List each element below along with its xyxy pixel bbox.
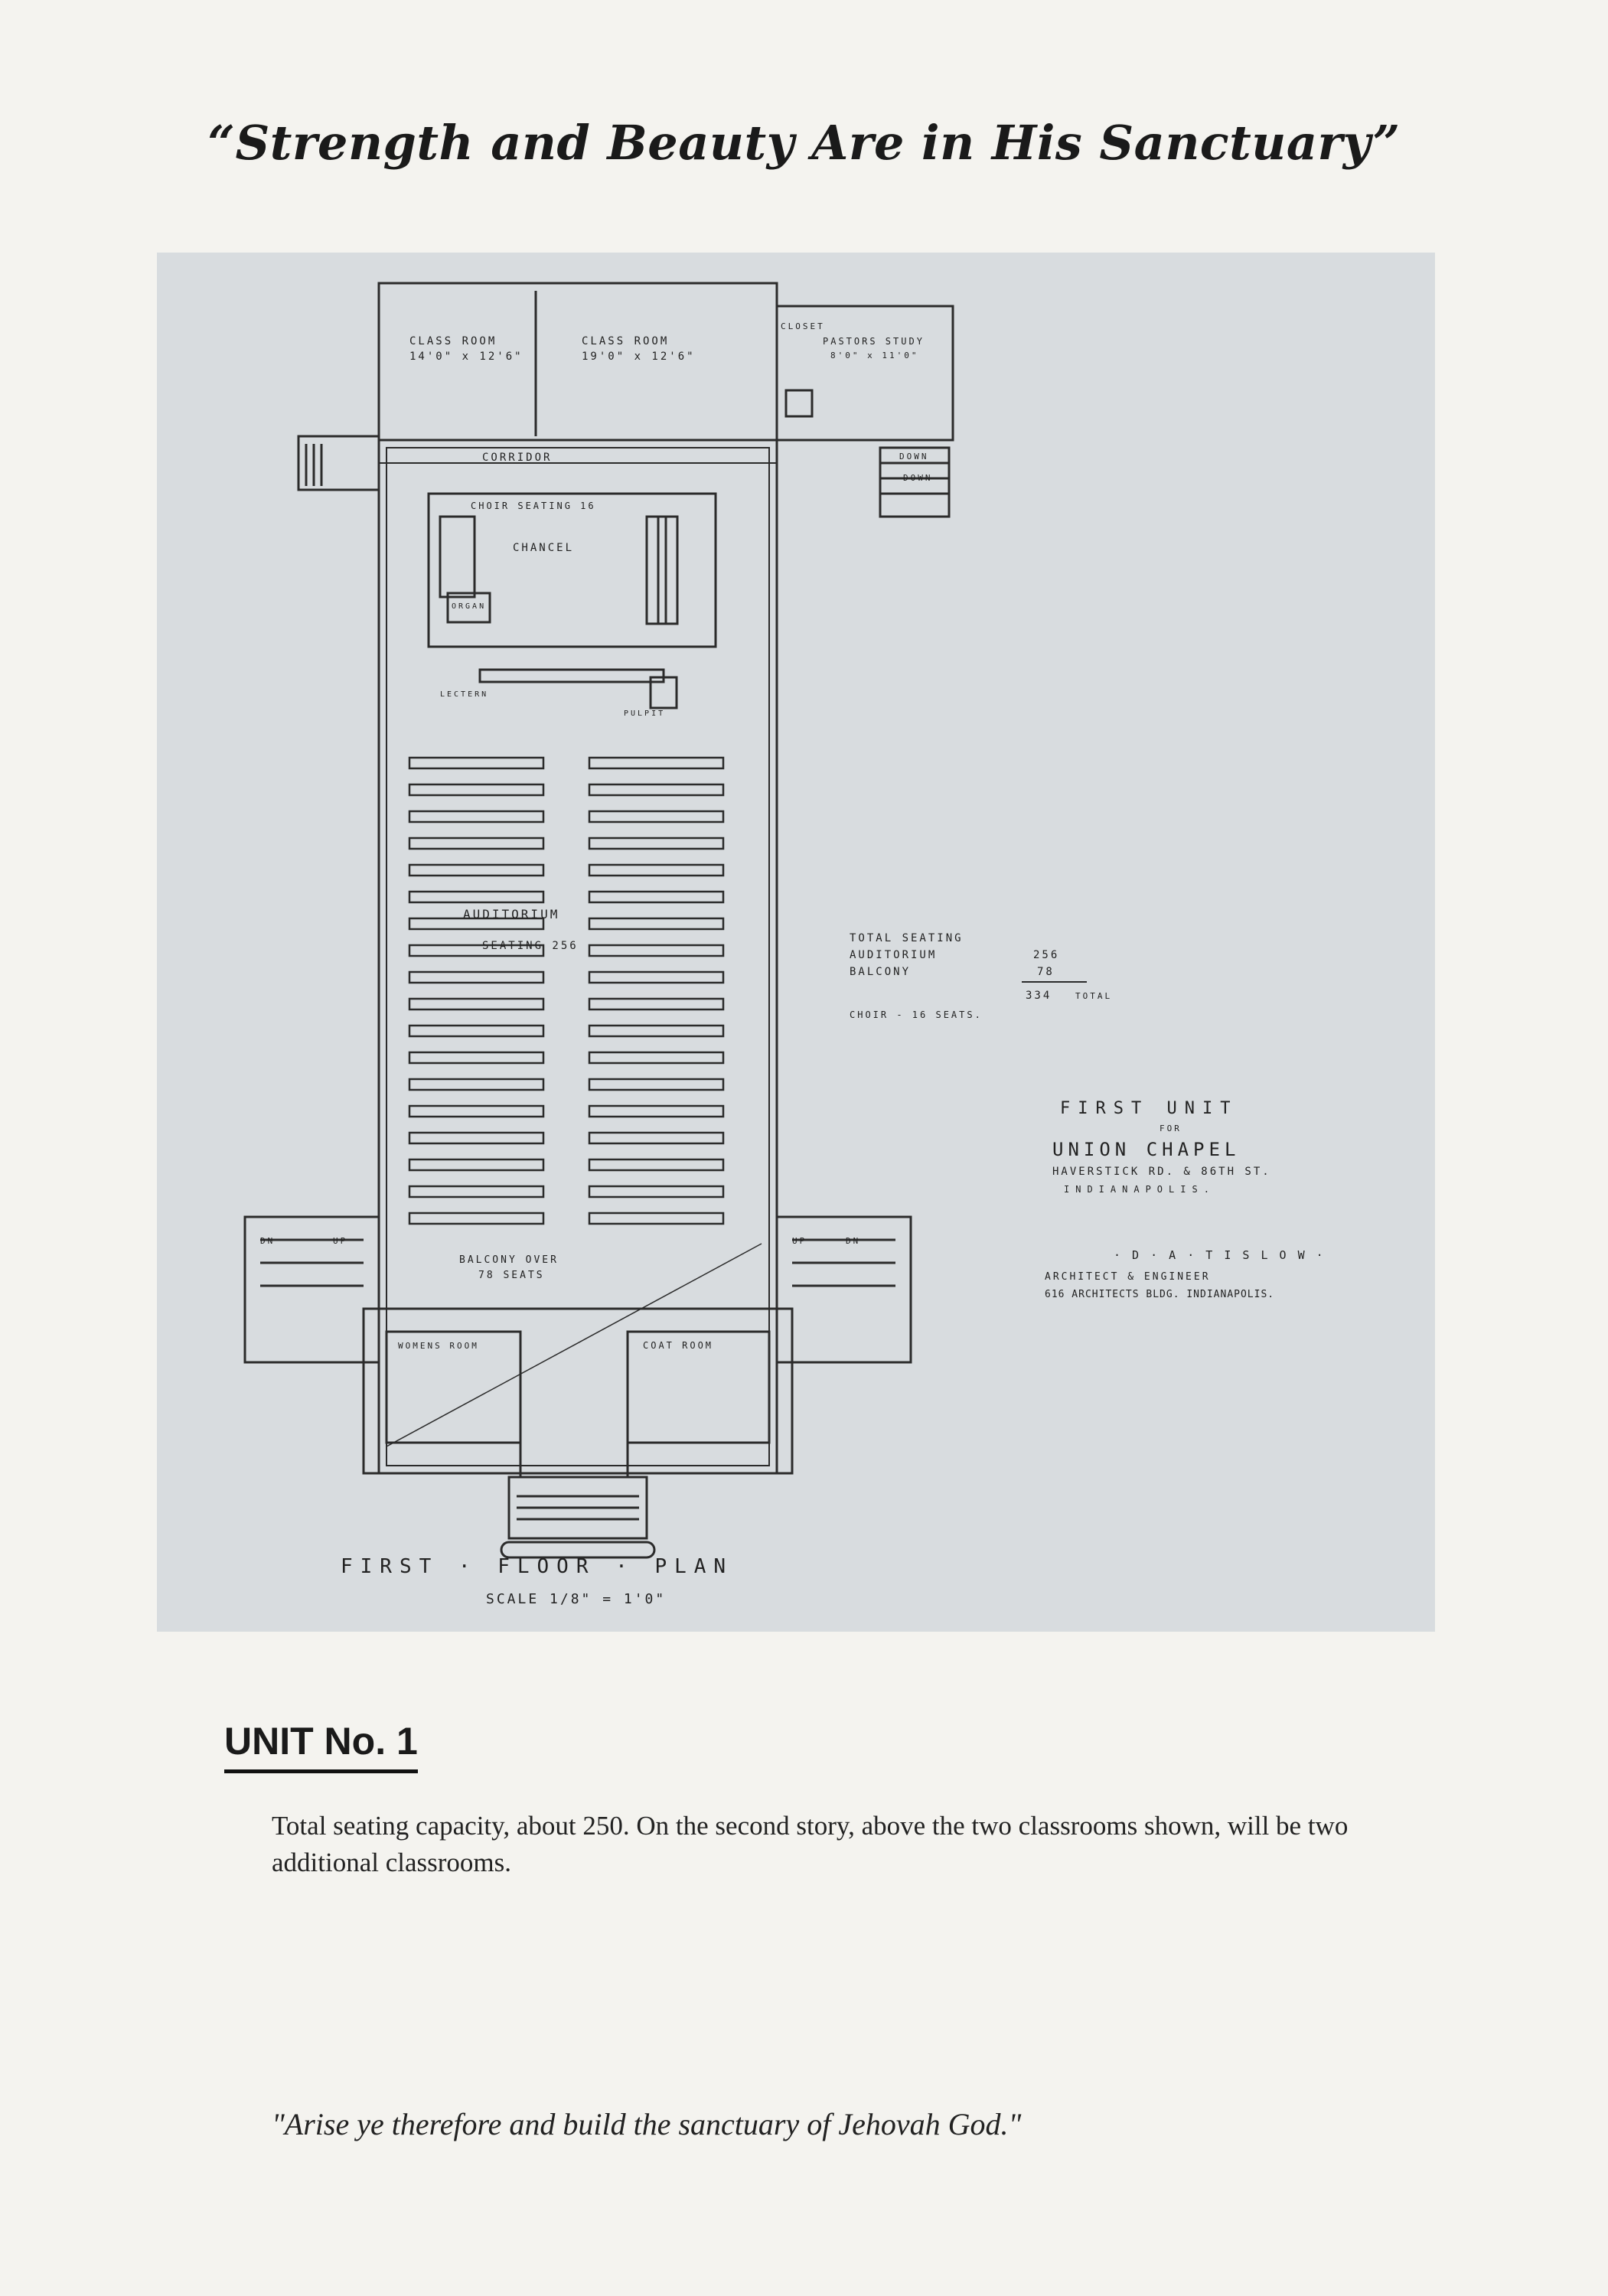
seating-row-auditorium-label: AUDITORIUM <box>850 949 937 961</box>
seating-row-balcony-value: 78 <box>1037 966 1055 978</box>
label-chancel: CHANCEL <box>513 542 574 554</box>
floor-plan-svg: CLASS ROOM 14'0" x 12'6" CLASS ROOM 19'0… <box>243 282 1326 1607</box>
label-lectern: LECTERN <box>440 690 488 699</box>
label-dn-left: DN <box>260 1236 275 1246</box>
title-block-architect: · D · A · T I S L O W · <box>1114 1248 1326 1262</box>
title-block-line1: FIRST UNIT <box>1060 1099 1238 1118</box>
seating-total-value: 334 <box>1026 990 1052 1002</box>
label-scale: SCALE 1/8" = 1'0" <box>486 1591 666 1607</box>
study-wall <box>775 305 954 442</box>
title-block-line4: HAVERSTICK RD. & 86TH ST. <box>1052 1166 1271 1178</box>
seating-row-auditorium-value: 256 <box>1033 949 1059 961</box>
seating-header: TOTAL SEATING <box>850 932 964 944</box>
entry-porch <box>507 1476 648 1540</box>
label-balcony-seats: 78 SEATS <box>478 1270 545 1281</box>
label-class-room-2: CLASS ROOM <box>582 335 669 347</box>
seating-row-balcony-label: BALCONY <box>850 966 911 978</box>
page-title: “Strength and Beauty Are in His Sanctuar… <box>207 115 1401 171</box>
label-pastors-study: PASTORS STUDY <box>823 336 925 347</box>
label-class-room-1: CLASS ROOM <box>409 335 497 347</box>
label-class-room-1-size: 14'0" x 12'6" <box>409 351 523 363</box>
label-up-right: UP <box>792 1236 807 1246</box>
label-pastors-study-size: 8'0" x 11'0" <box>830 351 918 360</box>
label-balcony-over: BALCONY OVER <box>459 1254 559 1266</box>
label-down-2: DOWN <box>903 473 933 483</box>
title-block-line5: INDIANAPOLIS. <box>1064 1184 1215 1195</box>
floor-plan-drawing: CLASS ROOM 14'0" x 12'6" CLASS ROOM 19'0… <box>157 253 1435 1632</box>
section-heading: UNIT No. 1 <box>224 1719 418 1773</box>
chancel-wall <box>427 492 717 648</box>
left-stair <box>243 1215 380 1364</box>
title-block-architect-address: 616 ARCHITECTS BLDG. INDIANAPOLIS. <box>1045 1289 1274 1300</box>
label-coat-room: COAT ROOM <box>643 1340 713 1351</box>
label-up-left: UP <box>333 1236 347 1246</box>
label-class-room-2-size: 19'0" x 12'6" <box>582 351 696 363</box>
label-dn-right: DN <box>846 1236 860 1246</box>
closet-box <box>784 389 814 418</box>
closing-quote: "Arise ye therefore and build the sanctu… <box>272 2107 1022 2141</box>
label-pulpit: PULPIT <box>624 709 665 718</box>
right-stair <box>775 1215 912 1364</box>
title-block-line3: UNION CHAPEL <box>1052 1139 1240 1160</box>
label-womens-room: WOMENS ROOM <box>398 1341 479 1351</box>
title-block-line2: FOR <box>1160 1124 1182 1133</box>
body-paragraph: Total seating capacity, about 250. On th… <box>272 1811 1349 1877</box>
narthex-wall <box>362 1307 794 1475</box>
label-down-1: DOWN <box>899 452 929 461</box>
label-corridor: CORRIDOR <box>482 452 552 464</box>
label-organ: ORGAN <box>452 602 486 611</box>
label-auditorium-seating: SEATING 256 <box>482 940 579 952</box>
study-stair <box>879 446 951 518</box>
label-auditorium: AUDITORIUM <box>463 907 559 921</box>
title-block-architect-title: ARCHITECT & ENGINEER <box>1045 1271 1211 1283</box>
label-closet: CLOSET <box>781 321 825 331</box>
seating-total-label: TOTAL <box>1075 991 1112 1001</box>
pews <box>408 756 725 1225</box>
label-floor-plan-title: FIRST · FLOOR · PLAN <box>341 1555 733 1578</box>
label-choir-seating: CHOIR SEATING 16 <box>471 501 596 511</box>
seating-choir: CHOIR - 16 SEATS. <box>850 1009 983 1020</box>
